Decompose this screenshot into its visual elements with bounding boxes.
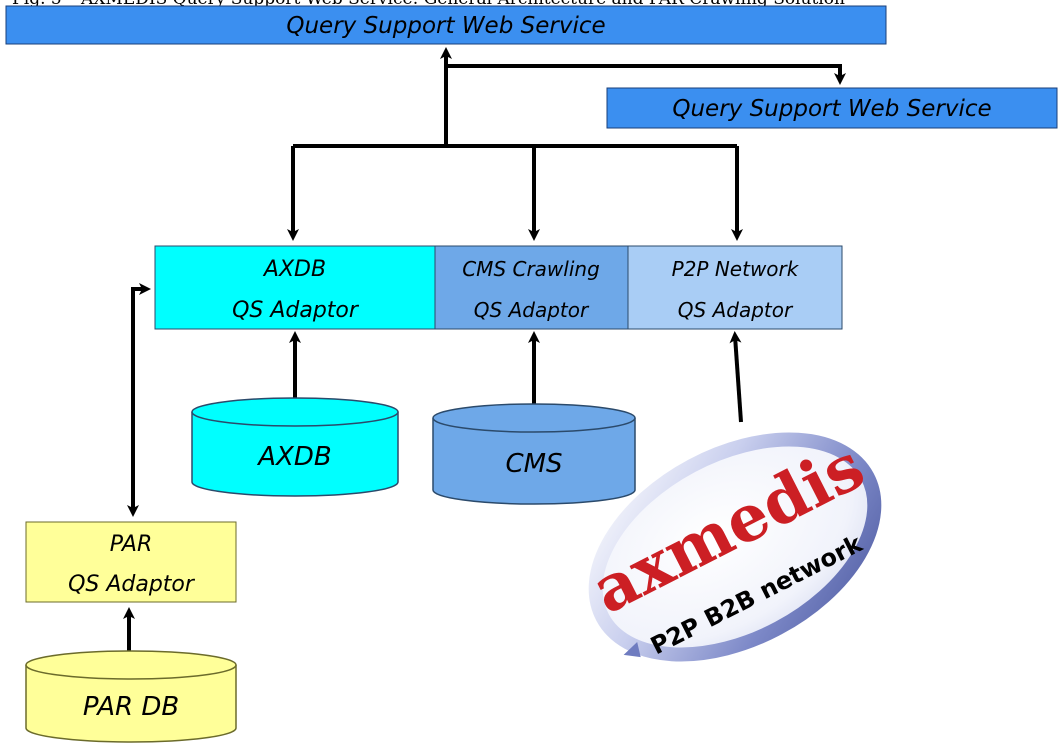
connectors (123, 47, 846, 652)
axdb-qs-adaptor: AXDB QS Adaptor (154, 245, 436, 330)
main-service-label: Query Support Web Service (286, 13, 605, 39)
cms-database-label: CMS (505, 449, 562, 479)
par-adaptor-line2: QS Adaptor (68, 572, 196, 597)
cms-database: CMS (432, 403, 636, 505)
par-db-database: PAR DB (25, 650, 237, 743)
p2p-adaptor-line2: QS Adaptor (678, 298, 794, 322)
secondary-query-support-service: Query Support Web Service (606, 87, 1058, 129)
axdb-adaptor-line1: AXDB (262, 257, 326, 282)
logo-ring-arrowhead (623, 642, 641, 658)
logo-disc (595, 439, 875, 655)
cms-adaptor-line2: QS Adaptor (474, 298, 590, 322)
par-qs-adaptor: PAR QS Adaptor (25, 521, 237, 603)
secondary-service-label: Query Support Web Service (672, 96, 991, 122)
par-db-database-label: PAR DB (83, 692, 179, 722)
axdb-database: AXDB (191, 397, 399, 497)
main-query-support-service: Query Support Web Service (5, 5, 887, 45)
cms-crawling-qs-adaptor: CMS Crawling QS Adaptor (434, 245, 629, 330)
arrow-to-secondary-service (446, 64, 846, 85)
axdb-database-label: AXDB (256, 442, 331, 472)
arrow-par-to-axdb-adaptor (127, 283, 151, 517)
arrow-p2p-network-to-adaptor (729, 331, 743, 423)
logo-ring (588, 432, 882, 662)
cms-adaptor-line1: CMS Crawling (462, 257, 600, 281)
p2p-network-qs-adaptor: P2P Network QS Adaptor (627, 245, 843, 330)
axdb-adaptor-line2: QS Adaptor (232, 298, 360, 323)
par-adaptor-line1: PAR (110, 532, 153, 557)
figure-caption: Fig. 5 – AXMEDIS Query Support Web Servi… (12, 0, 845, 9)
p2p-adaptor-line1: P2P Network (672, 257, 800, 281)
